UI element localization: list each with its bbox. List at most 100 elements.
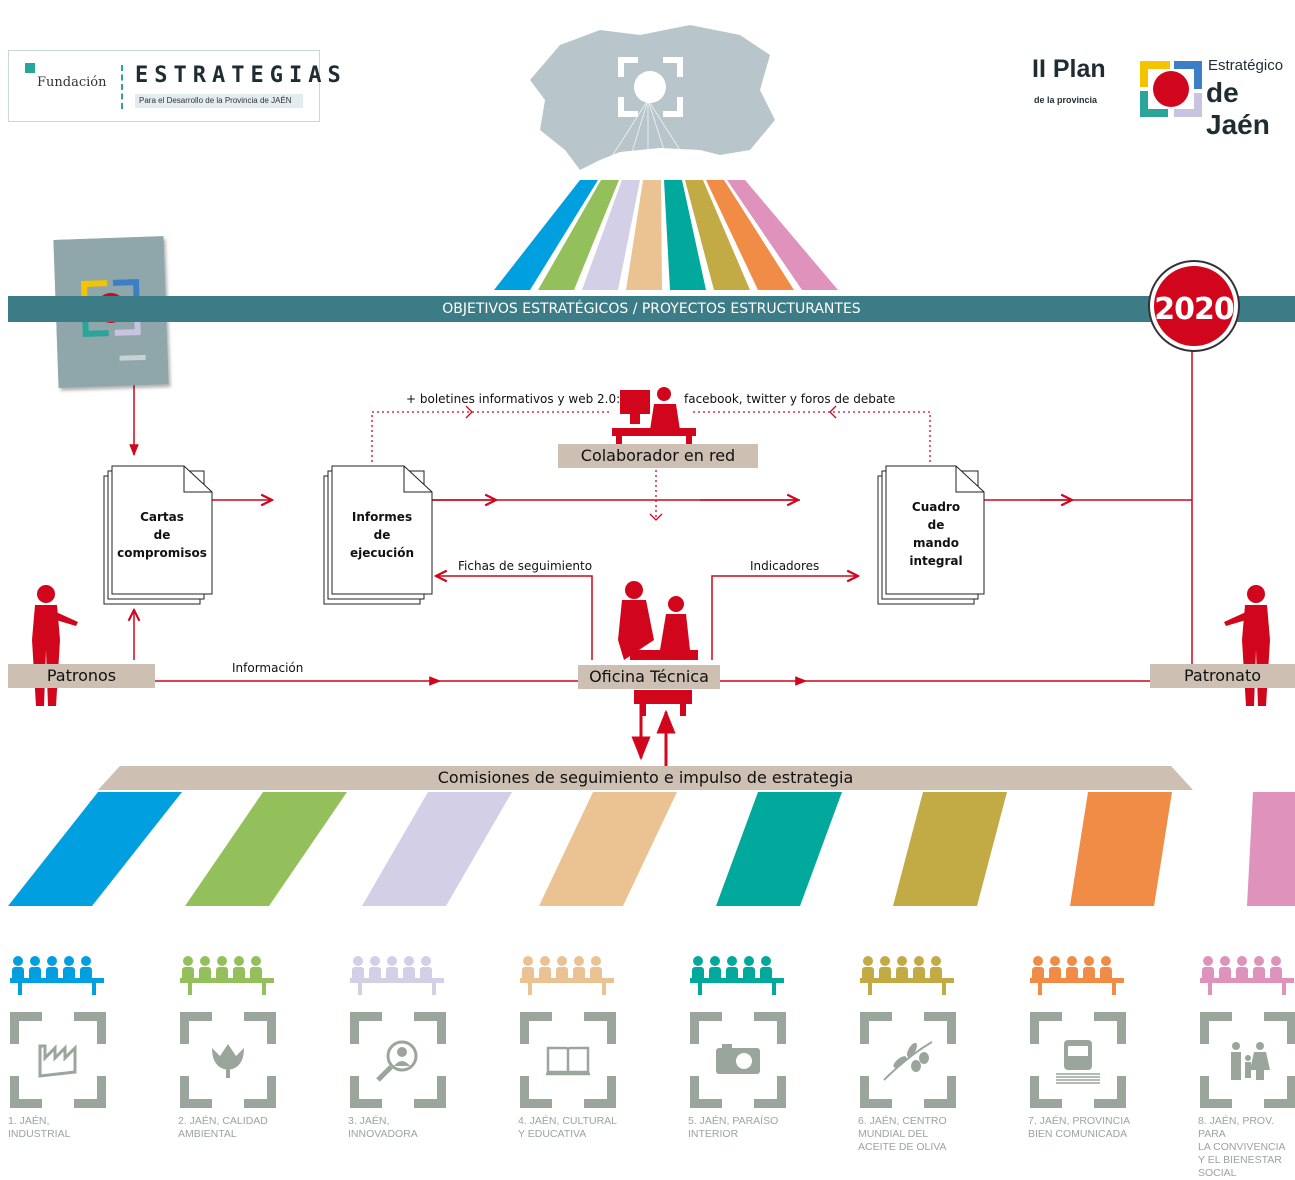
family-icon [1231,1042,1270,1080]
meeting-group-icon [690,956,784,995]
doc-cuadro-line-3: mando [913,536,959,550]
frame-icon [520,1012,616,1108]
doc-informes-line-1: Informes [351,510,413,524]
axis-6-caption-line-2: MUNDIAL DEL [858,1128,929,1140]
axis-lane-6 [893,792,1007,906]
colaborador-en-red-label: Colaborador en red [558,444,758,468]
logo-square [25,63,35,73]
axis-2-caption-line-1: 2. JAÉN, CALIDAD [178,1115,268,1127]
axis-3-caption-line-1: 3. JAÉN, [348,1115,390,1127]
top-color-rays [494,180,838,290]
axis-caption-3: 3. JAÉN, INNOVADORA [348,1115,458,1141]
axis-lane-3 [362,792,512,906]
objetivos-banner: OBJETIVOS ESTRATÉGICOS / PROYECTOS ESTRU… [8,296,1295,322]
logo-de-jaen: de Jaén [1206,77,1270,140]
network-dotted-arrowheads [465,405,837,521]
oficina-tecnica-people-icon [618,581,698,716]
flow-lines [134,350,1193,686]
axis-6-caption-line-1: 6. JAÉN, CENTRO [858,1115,947,1127]
logo-de-la-provincia: de la provincia [1034,95,1098,105]
train-icon [1056,1040,1100,1084]
fichas-de-seguimiento-label: Fichas de seguimiento [458,559,593,573]
axis-7-panel [1030,956,1126,1108]
informacion-label: Información [232,661,304,675]
axis-icons [10,956,1295,1108]
book-icon [546,1046,590,1076]
frame-icon [1200,1012,1295,1108]
axis-8-caption-line-2: LA CONVIVENCIA [1198,1141,1286,1153]
frame-icon [1030,1012,1126,1108]
boletines-label: + boletines informativos y web 2.0: [406,392,621,406]
axis-8-panel [1200,956,1295,1108]
oficina-tecnica-label: Oficina Técnica [578,665,720,689]
ray-lines [599,99,697,176]
meeting-group-icon [10,956,104,995]
axis-1-caption-line-1: 1. JAÉN, [8,1115,50,1127]
axis-7-caption-line-1: 7. JAÉN, PROVINCIA [1028,1115,1131,1127]
axis-4-caption-line-1: 4. JAÉN, CULTURAL [518,1115,617,1127]
axis-1-caption-line-2: INDUSTRIAL [8,1128,71,1140]
doc-informes-title: Informes de ejecución [332,508,432,562]
axis-lane-2 [185,792,347,906]
doc-cartas-line-2: de [153,528,171,542]
logo-divider [121,65,124,109]
document-stack-cartas [103,465,213,605]
patronato-label: Patronato [1150,664,1295,688]
logo-ii-plan: II Plan [1032,55,1106,83]
fundacion-estrategias-logo: Fundación ESTRATEGIAS Para el Desarrollo… [8,50,341,122]
meeting-group-icon [350,956,444,995]
top-ray-3 [582,180,640,290]
redes-sociales-label: facebook, twitter y foros de debate [684,392,896,406]
axis-lane-8 [1247,792,1295,906]
ii-plan-logo: II Plan de la provincia Estratégico de J… [1030,55,1290,140]
meeting-group-icon [1030,956,1124,995]
doc-cartas-title: Cartas de compromisos [112,508,212,562]
axis-lanes [8,792,1295,906]
axis-5-caption-line-2: INTERIOR [688,1128,739,1140]
doc-cuadro-line-4: integral [909,554,963,568]
top-ray-1 [494,180,598,290]
axis-4-caption-line-2: Y EDUCATIVA [518,1128,587,1140]
doc-informes-line-2: de [373,528,391,542]
doc-cuadro-title: Cuadro de mando integral [886,498,986,570]
top-ray-5 [664,180,706,290]
axis-4-panel [520,956,616,1108]
doc-cartas-line-3: compromisos [117,546,207,560]
document-stack-cuadro [877,465,985,605]
logo-subtitle: Para el Desarrollo de la Provincia de JA… [135,94,303,108]
factory-icon [38,1044,77,1078]
frame-icon [180,1012,276,1108]
doc-cuadro-line-1: Cuadro [911,500,961,514]
tulip-icon [212,1044,244,1078]
axis-caption-2: 2. JAÉN, CALIDAD AMBIENTAL [178,1115,288,1141]
comisiones-banner: Comisiones de seguimiento e impulso de e… [98,766,1193,790]
frame-icon [690,1012,786,1108]
top-ray-7 [706,180,794,290]
axis-6-panel [860,956,956,1108]
top-ray-8 [727,180,838,290]
axis-7-caption-line-2: BIEN COMUNICADA [1028,1128,1128,1140]
axis-caption-4: 4. JAÉN, CULTURAL Y EDUCATIVA [518,1115,628,1141]
axis-caption-8: 8. JAÉN, PROV. PARA LA CONVIVENCIA Y EL … [1198,1115,1294,1180]
meeting-group-icon [1200,956,1294,995]
meeting-group-icon [180,956,274,995]
logo-estrategias-text: ESTRATEGIAS [135,63,347,88]
meeting-group-icon [520,956,614,995]
indicadores-label: Indicadores [750,559,820,573]
axis-2-caption-line-2: AMBIENTAL [178,1128,237,1140]
axis-2-panel [180,956,276,1108]
olive-branch-icon [883,1041,933,1081]
axis-3-caption-line-2: INNOVADORA [348,1128,418,1140]
axis-1-panel [10,956,106,1108]
axis-8-caption-line-1: 8. JAÉN, PROV. PARA [1198,1115,1275,1140]
axis-lane-7 [1070,792,1172,906]
meeting-group-icon [860,956,954,995]
camera-icon [716,1044,760,1074]
jaen-province-map [530,25,775,176]
patronos-label: Patronos [8,664,155,688]
axis-8-caption-line-4: SOCIAL [1198,1167,1237,1179]
doc-cartas-line-1: Cartas [140,510,184,524]
logo-fundacion-text: Fundación [37,75,107,90]
year-2020-badge: 2020 [1150,262,1238,350]
